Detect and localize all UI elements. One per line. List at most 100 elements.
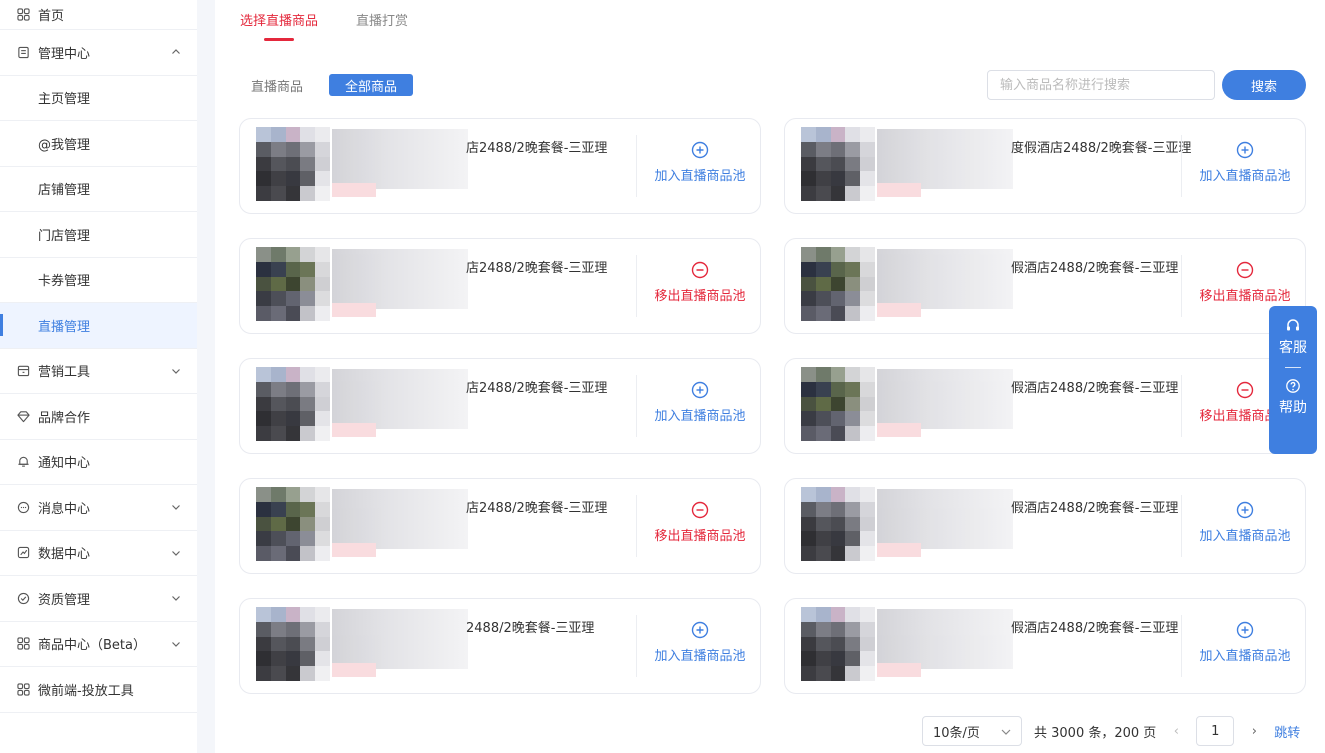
action-label: 加入直播商品池 [1199, 649, 1291, 664]
divider [636, 615, 637, 677]
blurred-product-info [332, 489, 468, 557]
product-title: 店2488/2晚套餐-三亚理 [466, 141, 608, 156]
jump-button[interactable]: 跳转 [1274, 725, 1301, 741]
add-to-pool-button[interactable]: 加入直播商品池 [638, 381, 760, 424]
add-to-pool-button[interactable]: 加入直播商品池 [1183, 621, 1305, 664]
divider [636, 255, 637, 317]
sidebar-item-label: 直播管理 [38, 319, 91, 335]
blurred-product-info [877, 249, 1013, 317]
sidebar-item-1[interactable]: 管理中心 [0, 30, 197, 76]
customer-service-button[interactable]: 客服 [1279, 318, 1307, 357]
blurred-product-info [877, 609, 1013, 677]
sidebar-item-6[interactable]: 卡券管理 [0, 258, 197, 303]
product-card: 店2488/2晚套餐-三亚理 移出直播商品池 [239, 238, 761, 334]
sidebar-item-3[interactable]: @我管理 [0, 121, 197, 167]
chevron-down-icon [171, 593, 181, 603]
calendar-icon [16, 364, 30, 378]
sidebar-item-8[interactable]: 营销工具 [0, 349, 197, 394]
shield-check-icon [16, 591, 30, 605]
sidebar-item-label: 首页 [38, 9, 65, 24]
product-grid: 店2488/2晚套餐-三亚理加入直播商品池度假酒店2488/2晚套餐-三亚理加入… [239, 118, 1306, 694]
chevron-down-icon [1001, 727, 1011, 737]
add-to-pool-button[interactable]: 加入直播商品池 [638, 621, 760, 664]
product-thumbnail [801, 367, 875, 441]
filter-all-products[interactable]: 全部商品 [329, 74, 414, 96]
diamond-icon [16, 409, 30, 423]
product-title: 假酒店2488/2晚套餐-三亚理 [1011, 261, 1179, 276]
sidebar-item-15[interactable]: 微前端-投放工具 [0, 667, 197, 713]
total-count: 共 3000 条，200 页 [1034, 725, 1157, 741]
divider [1181, 615, 1182, 677]
customer-service-label: 客服 [1279, 340, 1307, 356]
sidebar-item-14[interactable]: 商品中心（Beta） [0, 622, 197, 667]
sidebar-item-2[interactable]: 主页管理 [0, 76, 197, 121]
remove-from-pool-button[interactable]: 移出直播商品池 [638, 501, 760, 544]
page-number-input[interactable]: 1 [1196, 716, 1235, 746]
filter-live-products[interactable]: 直播商品 [251, 79, 304, 95]
product-thumbnail [256, 607, 330, 681]
product-card: 假酒店2488/2晚套餐-三亚理加入直播商品池 [784, 598, 1306, 694]
divider [636, 135, 637, 197]
next-page-button[interactable]: › [1251, 723, 1257, 739]
sidebar-item-4[interactable]: 店铺管理 [0, 167, 197, 212]
divider [1181, 135, 1182, 197]
sidebar-item-5[interactable]: 门店管理 [0, 212, 197, 258]
sidebar-item-label: 通知中心 [38, 456, 91, 472]
action-label: 移出直播商品池 [654, 529, 746, 544]
sidebar-item-label: 商品中心（Beta） [38, 638, 146, 654]
help-button[interactable]: 帮助 [1279, 378, 1307, 417]
sidebar-item-label: 卡券管理 [38, 274, 91, 290]
sidebar-item-12[interactable]: 数据中心 [0, 531, 197, 576]
product-title: 假酒店2488/2晚套餐-三亚理 [1011, 381, 1179, 396]
product-title: 店2488/2晚套餐-三亚理 [466, 261, 608, 276]
chevron-up-icon [171, 47, 181, 57]
question-icon [1286, 379, 1300, 393]
filter-group: 直播商品 全部商品 [251, 74, 414, 96]
sidebar-item-label: 消息中心 [38, 501, 91, 517]
sidebar-item-11[interactable]: 消息中心 [0, 485, 197, 531]
sidebar-item-10[interactable]: 通知中心 [0, 440, 197, 485]
remove-from-pool-button[interactable]: 移出直播商品池 [1183, 261, 1305, 304]
add-to-pool-button[interactable]: 加入直播商品池 [1183, 501, 1305, 544]
chat-icon [16, 500, 30, 514]
remove-from-pool-button[interactable]: 移出直播商品池 [638, 261, 760, 304]
sidebar-item-7[interactable]: 直播管理 [0, 303, 197, 349]
plus-circle-icon [1236, 621, 1254, 639]
action-label: 移出直播商品池 [1199, 409, 1291, 424]
sidebar-item-9[interactable]: 品牌合作 [0, 394, 197, 440]
sidebar-item-label: 营销工具 [38, 365, 91, 381]
remove-from-pool-button[interactable]: 移出直播商品池 [1183, 381, 1305, 424]
prev-page-button[interactable]: ‹ [1173, 723, 1179, 739]
blurred-product-info [877, 369, 1013, 437]
plus-circle-icon [691, 141, 709, 159]
tab-live-reward[interactable]: 直播打赏 [356, 14, 409, 29]
minus-circle-icon [1236, 381, 1254, 399]
sidebar: 首页管理中心主页管理 @我管理店铺管理门店管理卡券管理直播管理营销工具品牌合作通知… [0, 0, 197, 753]
blurred-product-info [332, 249, 468, 317]
divider [1181, 495, 1182, 557]
grid-icon [16, 8, 30, 22]
product-card: 假酒店2488/2晚套餐-三亚理移出直播商品池 [784, 358, 1306, 454]
add-to-pool-button[interactable]: 加入直播商品池 [1183, 141, 1305, 184]
sidebar-item-label: 店铺管理 [38, 183, 91, 199]
product-card: 假酒店2488/2晚套餐-三亚理移出直播商品池 [784, 238, 1306, 334]
plus-circle-icon [691, 381, 709, 399]
add-to-pool-button[interactable]: 加入直播商品池 [638, 141, 760, 184]
tabs: 选择直播商品 直播打赏 [240, 0, 408, 44]
sidebar-item-0[interactable]: 首页 [0, 0, 197, 30]
product-card: 度假酒店2488/2晚套餐-三亚理加入直播商品池 [784, 118, 1306, 214]
chevron-down-icon [171, 366, 181, 376]
tab-select-live-products[interactable]: 选择直播商品 [240, 0, 318, 44]
search-input[interactable] [987, 70, 1215, 100]
page-size-select[interactable]: 10条/页 [922, 716, 1022, 746]
sidebar-item-13[interactable]: 资质管理 [0, 576, 197, 622]
product-thumbnail [801, 607, 875, 681]
plus-circle-icon [691, 621, 709, 639]
search-button[interactable]: 搜索 [1222, 70, 1306, 100]
chart-icon [16, 546, 30, 560]
divider [636, 495, 637, 557]
sidebar-item-label: 数据中心 [38, 547, 91, 563]
blurred-product-info [877, 489, 1013, 557]
sidebar-item-label: @我管理 [38, 137, 91, 153]
action-label: 加入直播商品池 [1199, 529, 1291, 544]
